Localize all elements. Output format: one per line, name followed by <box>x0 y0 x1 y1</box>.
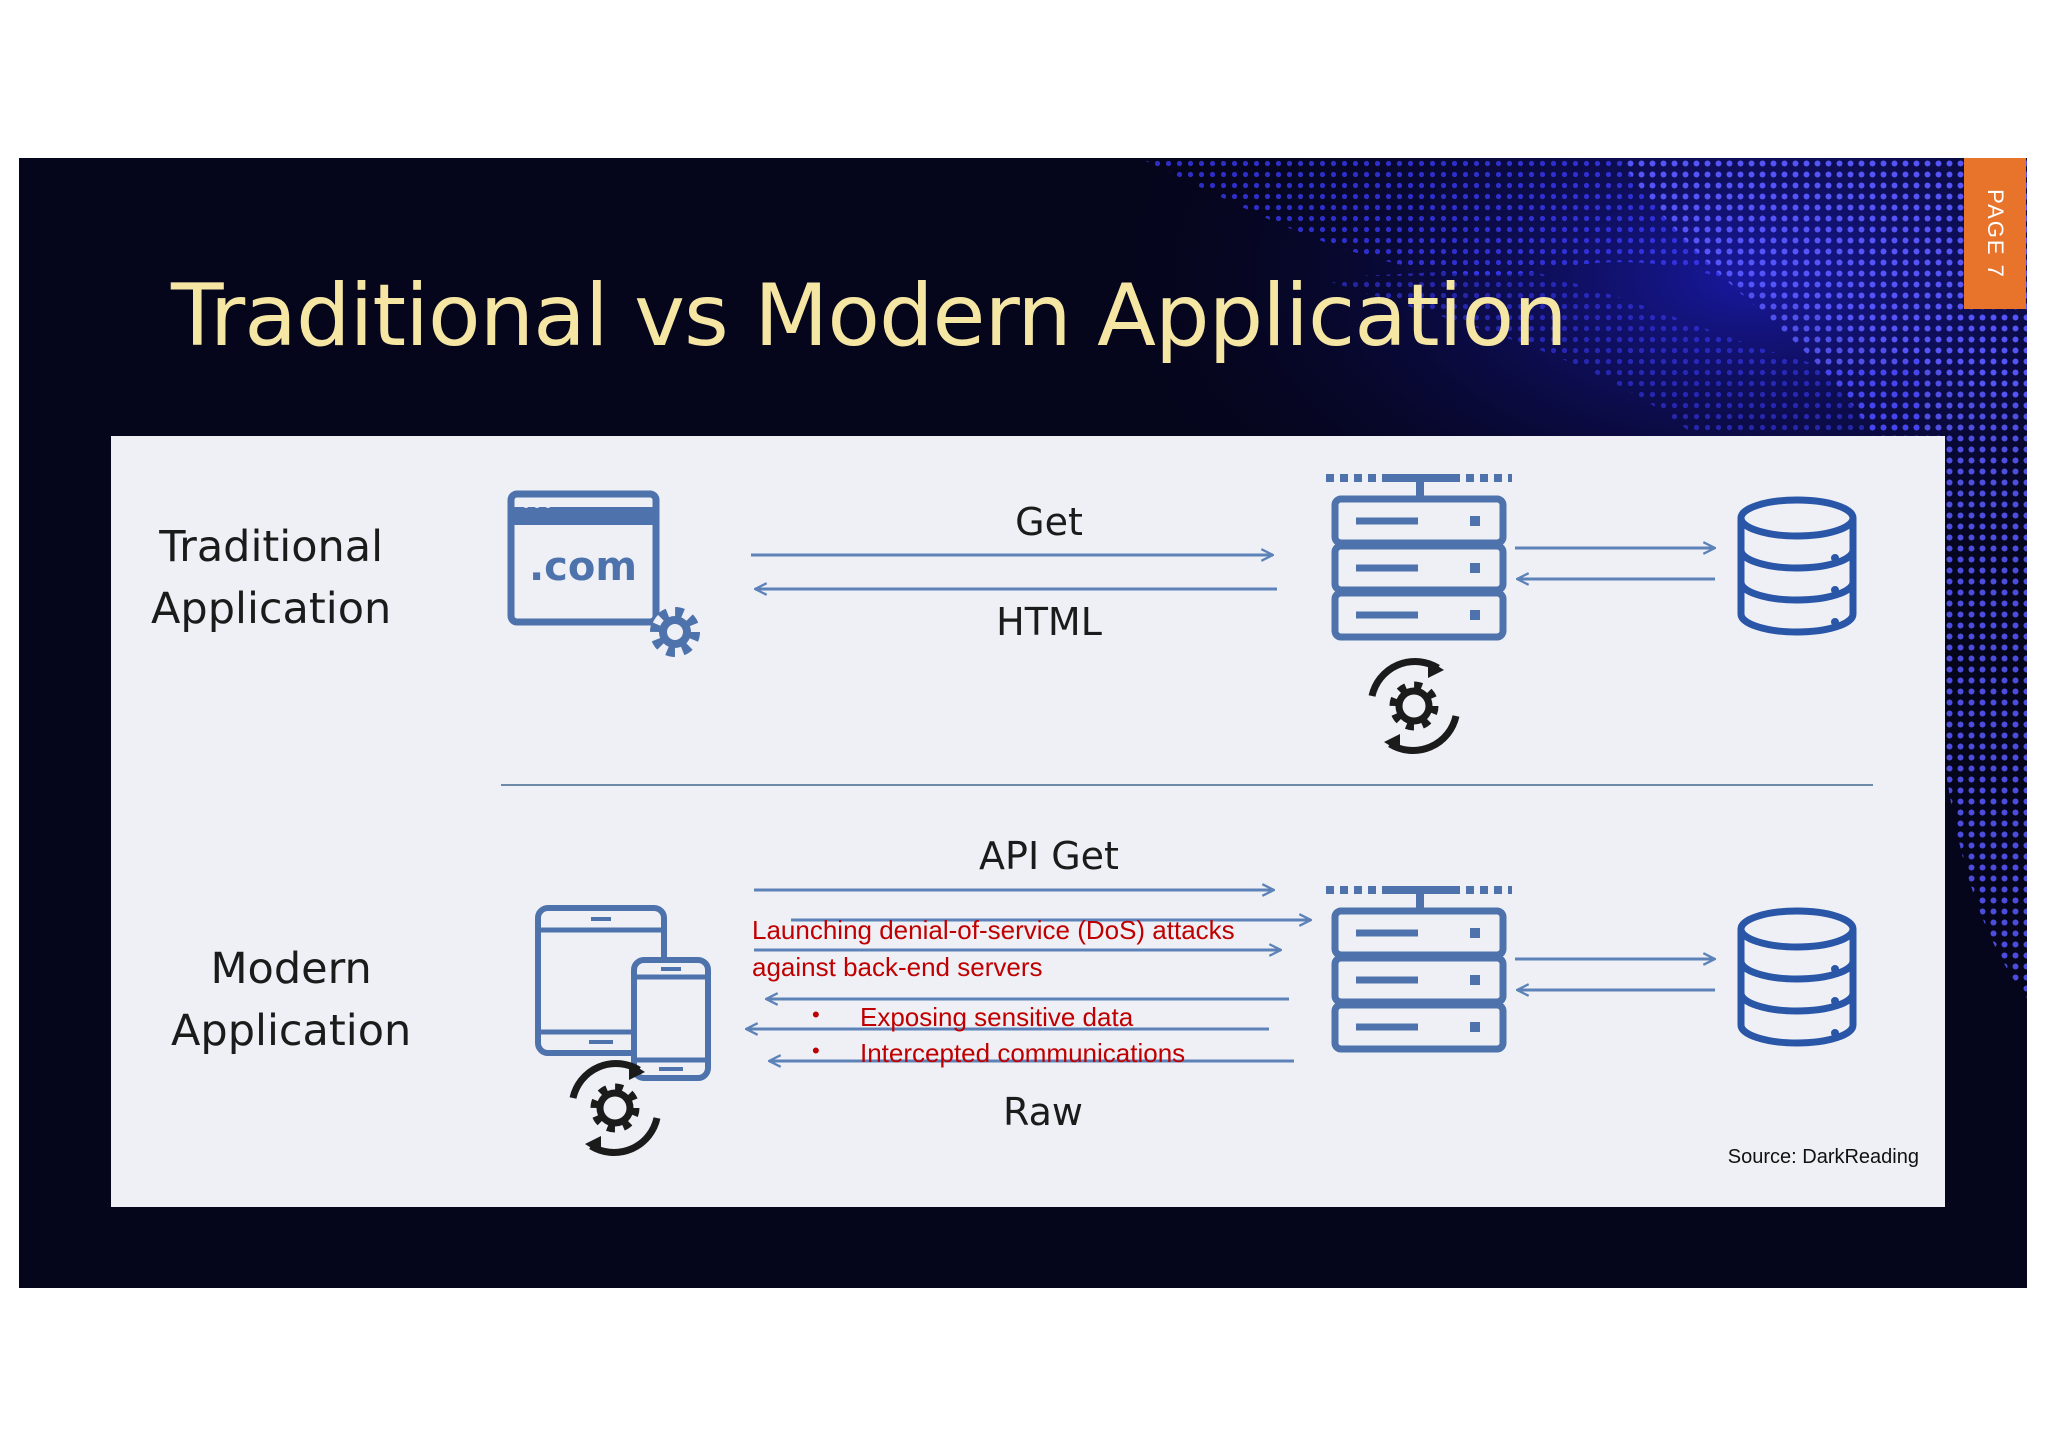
risk-intercepted-comms: Intercepted communications <box>860 1038 1186 1068</box>
modern-label-line2: Application <box>171 1006 412 1056</box>
risk-exposing-data: Exposing sensitive data <box>860 1002 1134 1032</box>
server-rack-icon <box>1326 474 1512 641</box>
traditional-label-line1: Traditional <box>159 522 384 572</box>
modern-database-icon <box>1737 907 1857 1047</box>
tablet-and-phone-icon <box>535 905 711 1081</box>
dos-attack-text-line1: Launching denial-of-service (DoS) attack… <box>752 915 1235 945</box>
api-get-label: API Get <box>979 834 1119 878</box>
traditional-application-label: Traditional Application <box>151 516 391 640</box>
html-label: HTML <box>996 600 1102 644</box>
risk-bullet-2: • <box>812 1038 820 1063</box>
database-icon <box>1737 496 1857 636</box>
traditional-label-line2: Application <box>151 584 392 634</box>
page-number-label: PAGE 7 <box>1983 188 2008 279</box>
get-label: Get <box>1015 500 1083 544</box>
browser-window-with-gear-icon <box>507 490 700 657</box>
risk-bullet-1: • <box>812 1002 820 1027</box>
raw-label: Raw <box>1003 1090 1083 1134</box>
client-gear-refresh-icon <box>569 1060 661 1156</box>
modern-server-rack-icon <box>1326 886 1512 1053</box>
slide-title: Traditional vs Modern Application <box>171 266 1568 366</box>
modern-application-label: Modern Application <box>171 938 411 1062</box>
source-note: Source: DarkReading <box>1727 1146 1919 1168</box>
page-number-tab: PAGE 7 <box>1964 158 2026 309</box>
modern-label-line1: Modern <box>210 944 372 994</box>
server-gear-refresh-icon <box>1368 658 1460 754</box>
dos-attack-text-line2: against back-end servers <box>752 952 1043 982</box>
architecture-diagram: .com <box>111 436 1945 1207</box>
browser-dotcom-text: .com <box>529 544 637 590</box>
slide: PAGE 7 Traditional vs Modern Application <box>19 158 2027 1288</box>
